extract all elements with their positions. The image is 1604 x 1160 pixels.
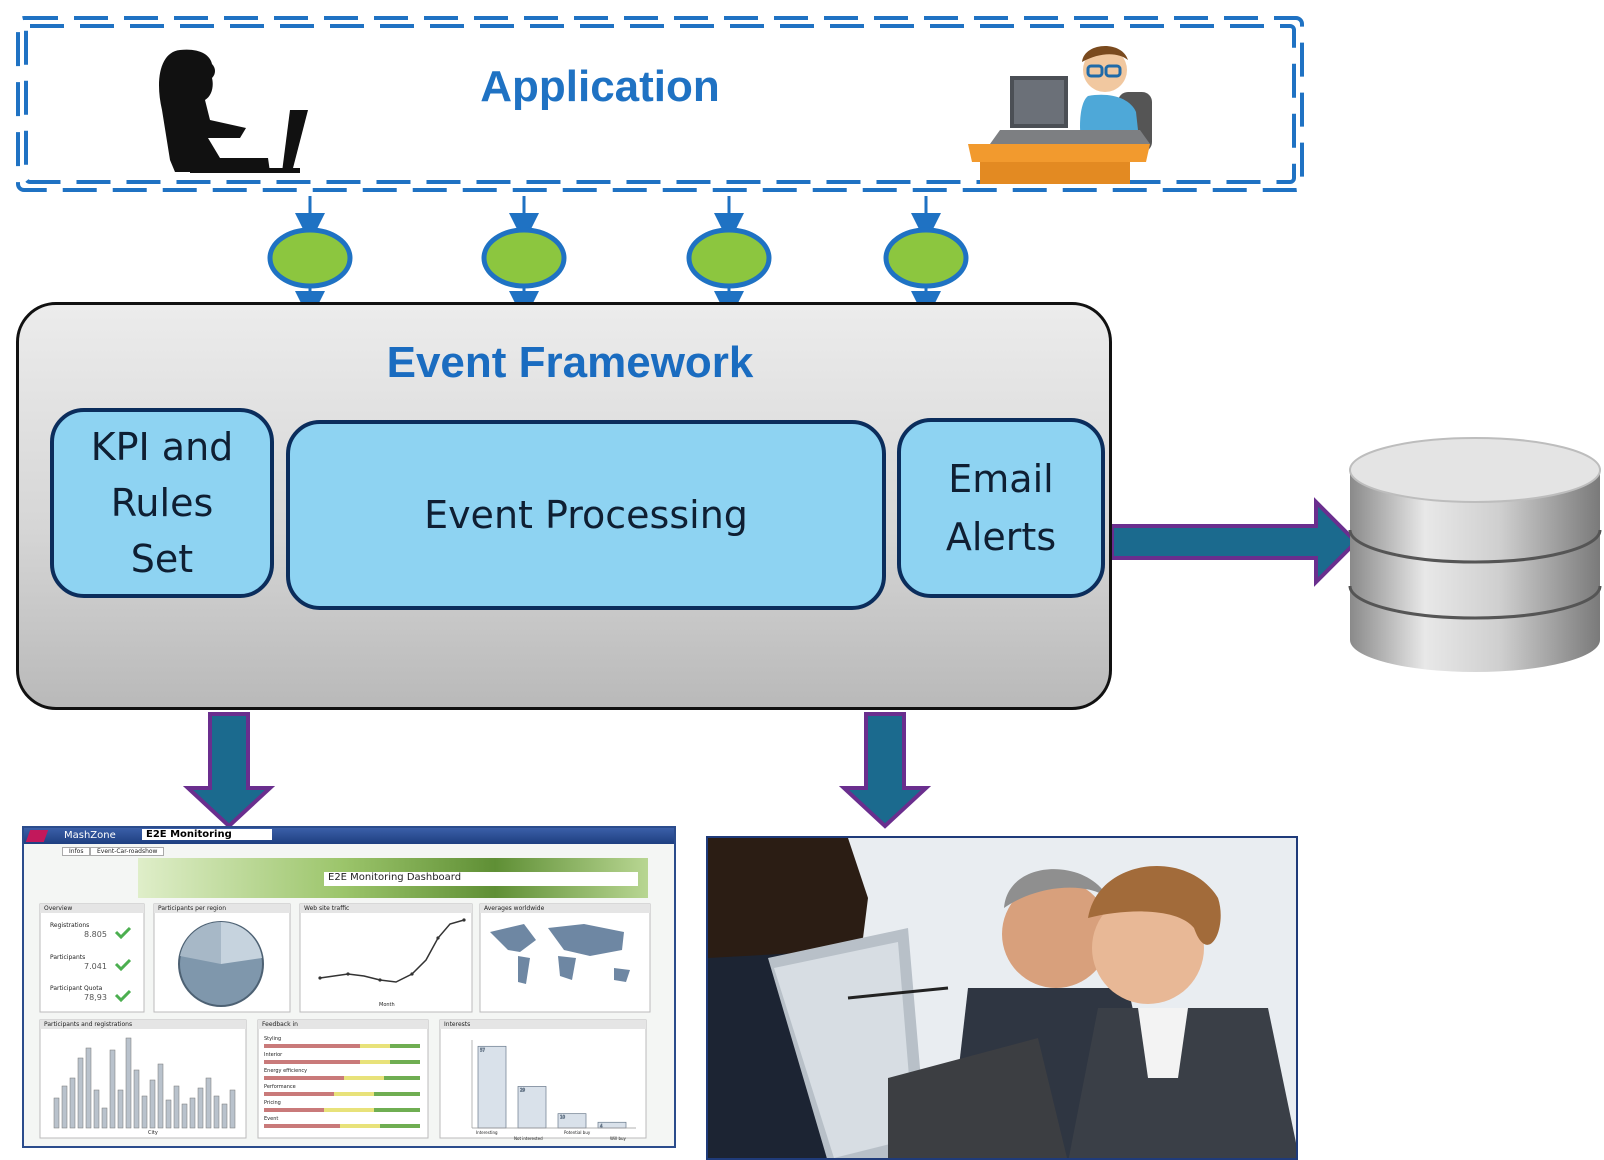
dashboard-banner-title: E2E Monitoring Dashboard <box>324 872 638 886</box>
feedback-item-styling: Styling <box>264 1036 282 1042</box>
email-alerts-label: Email Alerts <box>945 457 1057 559</box>
event-processing-label: Event Processing <box>424 493 748 537</box>
application-title: Application <box>480 62 720 111</box>
registrations-title: Participants and registrations <box>44 1021 133 1028</box>
traffic-xlabel: Month <box>379 1002 395 1008</box>
regions-title: Participants per region <box>158 905 227 912</box>
interest-bar-value: 4 <box>600 1123 603 1128</box>
interest-bar <box>477 1045 507 1129</box>
overview-value-registrations: 8.805 <box>84 930 107 939</box>
dashboard-app-name: MashZone <box>64 830 116 841</box>
interest-bar-value: 57 <box>480 1047 486 1052</box>
averages-title: Averages worldwide <box>484 905 545 912</box>
interest-cat-will-buy: Will buy <box>610 1136 626 1141</box>
event-node-3 <box>686 227 772 289</box>
email-alerts-module: Email Alerts <box>897 418 1105 598</box>
interest-bar-value: 10 <box>560 1115 566 1120</box>
woman-at-laptop-icon <box>159 49 308 173</box>
interest-cat-not-interested: Not interested <box>514 1136 543 1141</box>
event-node-4 <box>883 227 969 289</box>
feedback-item-event: Event <box>264 1116 279 1122</box>
application-frame <box>16 16 1304 192</box>
man-at-desk-icon <box>968 45 1152 184</box>
tab-infos[interactable]: Infos <box>62 847 91 856</box>
overview-label-registrations: Registrations <box>50 922 90 929</box>
interest-cat-potential: Potential buy <box>564 1130 591 1135</box>
registrations-xlabel: City <box>148 1130 158 1136</box>
kpi-rules-label: KPI and Rules Set <box>90 425 234 581</box>
dashboard-panels: 57 29 10 4 <box>39 903 651 1139</box>
arrow-to-database <box>1110 497 1359 587</box>
arrow-to-dashboard <box>182 712 276 829</box>
arrow-to-people <box>838 712 932 829</box>
feedback-title: Feedback in <box>262 1021 298 1028</box>
database-icon <box>1348 437 1602 672</box>
overview-title: Overview <box>44 905 73 912</box>
framework-title: Event Framework <box>386 338 754 387</box>
business-people-photo <box>706 836 1298 1160</box>
interest-bar <box>517 1086 547 1129</box>
overview-label-participants: Participants <box>50 954 86 961</box>
overview-value-quota: 78,93 <box>84 993 107 1002</box>
feedback-item-energy: Energy efficiency <box>264 1068 308 1074</box>
interest-cat-interesting: Interesting <box>476 1130 498 1135</box>
feedback-item-pricing: Pricing <box>264 1100 281 1106</box>
event-processing-module: Event Processing <box>286 420 886 610</box>
interest-bar-value: 29 <box>520 1087 526 1092</box>
tab-roadshow[interactable]: Event-Car-roadshow <box>90 847 165 856</box>
event-node-1 <box>267 227 353 289</box>
feedback-item-performance: Performance <box>264 1084 296 1090</box>
traffic-title: Web site traffic <box>304 905 350 912</box>
people-at-laptop-illustration <box>708 838 1296 1158</box>
interests-title: Interests <box>444 1021 471 1028</box>
event-node-2 <box>481 227 567 289</box>
dashboard-screenshot: MashZone E2E Monitoring Infos Event-Car-… <box>22 826 676 1148</box>
feedback-item-interior: Interior <box>264 1052 283 1058</box>
kpi-rules-module: KPI and Rules Set <box>50 408 274 598</box>
overview-value-participants: 7.041 <box>84 962 107 971</box>
overview-label-quota: Participant Quota <box>50 985 103 992</box>
dashboard-tab-title: E2E Monitoring <box>142 829 272 840</box>
